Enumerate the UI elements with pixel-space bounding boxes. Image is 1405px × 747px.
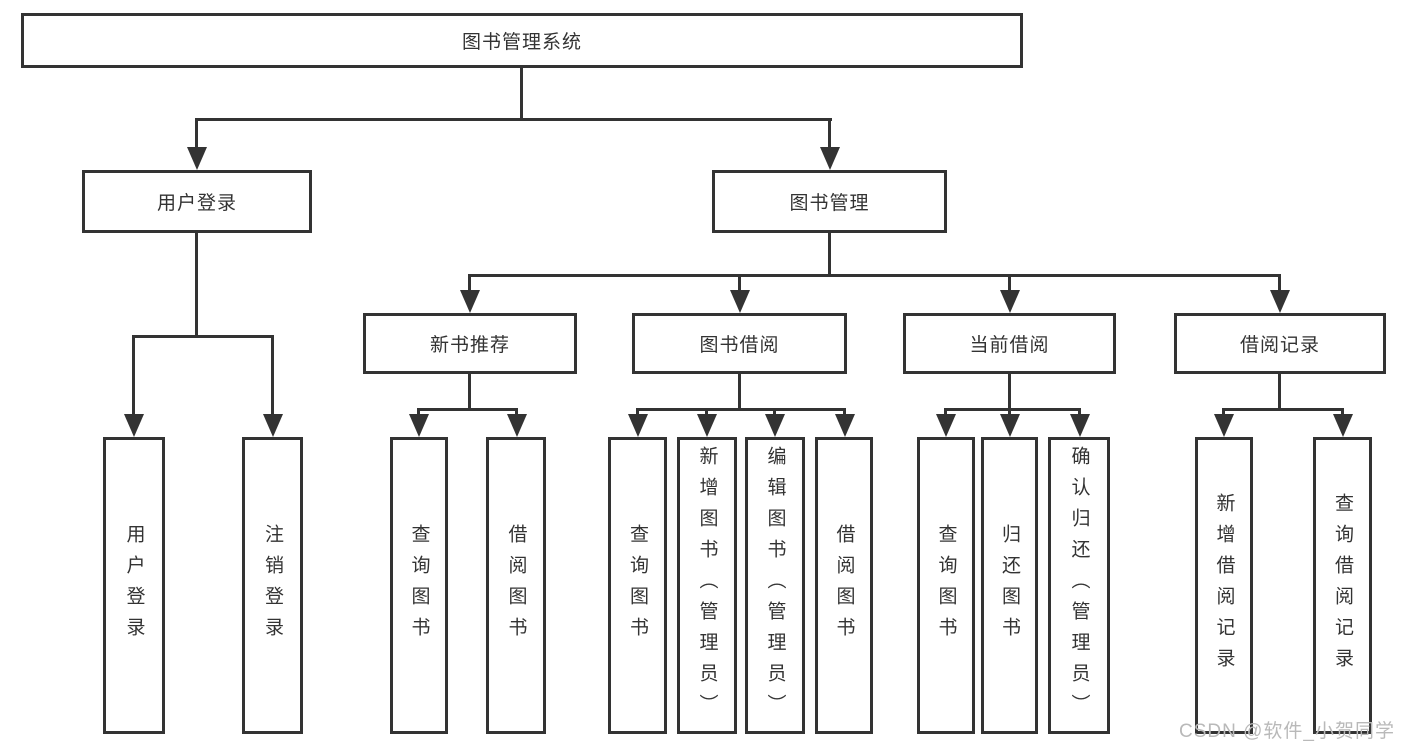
- node-label: 用户登录: [123, 523, 145, 648]
- node-label: 图书管理: [789, 193, 870, 214]
- node-new-book-recommend: 新书推荐: [363, 313, 577, 374]
- arrow-down-icon: [1333, 414, 1353, 437]
- connector-line: [944, 408, 1081, 411]
- node-current-borrowing: 当前借阅: [903, 313, 1116, 374]
- connector-line: [1008, 274, 1011, 292]
- connector-line: [195, 118, 832, 121]
- node-label: 图书借阅: [699, 335, 780, 356]
- node-system-root: 图书管理系统: [21, 13, 1023, 68]
- connector-line: [132, 335, 274, 338]
- connector-line: [468, 374, 471, 408]
- node-leaf-add-book-admin: 新增图书（管理员）: [677, 437, 737, 734]
- connector-line: [738, 274, 741, 292]
- node-label: 查询借阅记录: [1332, 492, 1353, 679]
- arrow-down-icon: [1214, 414, 1234, 437]
- connector-line: [468, 274, 471, 292]
- arrow-down-icon: [1000, 414, 1020, 437]
- node-label: 确认归还（管理员）: [1068, 446, 1090, 725]
- connector-line: [705, 408, 708, 418]
- arrow-down-icon: [765, 414, 785, 437]
- arrow-down-icon: [1270, 290, 1290, 313]
- node-label: 当前借阅: [969, 335, 1050, 356]
- connector-line: [1008, 408, 1011, 418]
- node-label: 新增图书（管理员）: [696, 446, 718, 725]
- connector-line: [515, 408, 518, 418]
- arrow-down-icon: [697, 414, 717, 437]
- connector-line: [843, 408, 846, 418]
- arrow-down-icon: [835, 414, 855, 437]
- connector-line: [1222, 408, 1225, 418]
- connector-line: [1222, 408, 1344, 411]
- connector-line: [1278, 274, 1281, 292]
- node-label: 借阅图书: [505, 523, 527, 648]
- node-label: 图书管理系统: [461, 32, 582, 53]
- arrow-down-icon: [507, 414, 527, 437]
- connector-line: [828, 233, 831, 274]
- connector-line: [417, 408, 518, 411]
- arrow-down-icon: [820, 147, 840, 170]
- connector-line: [271, 335, 274, 415]
- watermark: CSDN @软件_小贺同学: [1179, 721, 1395, 742]
- arrow-down-icon: [409, 414, 429, 437]
- arrow-down-icon: [460, 290, 480, 313]
- node-user-login: 用户登录: [82, 170, 312, 233]
- arrow-down-icon: [936, 414, 956, 437]
- node-leaf-edit-book-admin: 编辑图书（管理员）: [745, 437, 805, 734]
- node-leaf-logout: 注销登录: [242, 437, 303, 734]
- arrow-down-icon: [1000, 290, 1020, 313]
- node-leaf-return-book: 归还图书: [981, 437, 1038, 734]
- arrow-down-icon: [124, 414, 144, 437]
- node-book-management: 图书管理: [712, 170, 947, 233]
- connector-line: [636, 408, 639, 418]
- connector-line: [417, 408, 420, 418]
- node-leaf-query-books-borrow: 查询图书: [608, 437, 667, 734]
- node-borrowing-records: 借阅记录: [1174, 313, 1386, 374]
- node-label: 借阅记录: [1239, 335, 1320, 356]
- connector-line: [1008, 374, 1011, 408]
- connector-line: [1341, 408, 1344, 418]
- connector-line: [738, 374, 741, 408]
- node-label: 用户登录: [156, 193, 237, 214]
- connector-line: [1278, 374, 1281, 408]
- node-leaf-borrow-books-recommend: 借阅图书: [486, 437, 546, 734]
- node-label: 查询图书: [408, 523, 430, 648]
- node-leaf-query-books-current: 查询图书: [917, 437, 975, 734]
- connector-line: [520, 68, 523, 118]
- connector-line: [828, 118, 831, 148]
- connector-line: [195, 118, 198, 148]
- connector-line: [195, 233, 198, 335]
- node-label: 编辑图书（管理员）: [764, 446, 786, 725]
- node-leaf-add-borrow-record: 新增借阅记录: [1195, 437, 1253, 734]
- node-label: 新书推荐: [429, 335, 510, 356]
- connector-line: [636, 408, 846, 411]
- arrow-down-icon: [263, 414, 283, 437]
- arrow-down-icon: [628, 414, 648, 437]
- arrow-down-icon: [187, 147, 207, 170]
- node-leaf-confirm-return-admin: 确认归还（管理员）: [1048, 437, 1110, 734]
- node-leaf-query-borrow-record: 查询借阅记录: [1313, 437, 1372, 734]
- connector-line: [132, 335, 135, 415]
- node-leaf-query-books-recommend: 查询图书: [390, 437, 448, 734]
- connector-line: [1078, 408, 1081, 418]
- node-book-borrowing: 图书借阅: [632, 313, 847, 374]
- connector-line: [944, 408, 947, 418]
- node-label: 归还图书: [999, 523, 1020, 648]
- node-label: 借阅图书: [833, 523, 855, 648]
- node-leaf-user-login: 用户登录: [103, 437, 165, 734]
- node-label: 查询图书: [627, 523, 648, 648]
- node-label: 查询图书: [935, 523, 957, 648]
- node-leaf-borrow-books-borrow: 借阅图书: [815, 437, 873, 734]
- connector-line: [468, 274, 1281, 277]
- arrow-down-icon: [730, 290, 750, 313]
- node-label: 注销登录: [262, 523, 283, 648]
- connector-line: [773, 408, 776, 418]
- node-label: 新增借阅记录: [1213, 492, 1235, 679]
- arrow-down-icon: [1070, 414, 1090, 437]
